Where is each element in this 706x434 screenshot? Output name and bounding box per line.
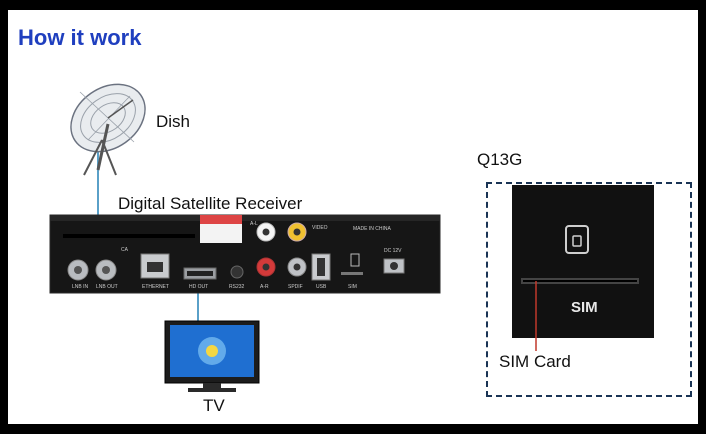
- diagram-graphics: [49, 83, 654, 392]
- satellite-receiver-icon: [49, 214, 441, 294]
- port-label-audio-l: A-L: [250, 221, 258, 227]
- tv-icon: [164, 320, 260, 392]
- port-label-rs232: RS232: [229, 284, 245, 290]
- tv-label: TV: [203, 396, 225, 415]
- port-label-lnb-out: LNB OUT: [96, 284, 118, 290]
- sim-detail-frame: [486, 182, 692, 397]
- diagram-title: How it work: [18, 25, 142, 50]
- label-made-in: MADE IN CHINA: [353, 226, 391, 232]
- port-label-hd-out: HD OUT: [189, 284, 209, 290]
- port-label-audio-r: A-R: [260, 284, 269, 290]
- port-label-lnb-in: LNB IN: [72, 284, 89, 290]
- port-label-video: VIDEO: [312, 225, 328, 231]
- sim-slot-label: SIM: [571, 299, 598, 316]
- model-label: Q13G: [477, 150, 523, 169]
- satellite-dish-icon: [70, 83, 146, 176]
- sim-card-icon: [565, 225, 589, 254]
- sim-slot-closeup: [512, 185, 654, 351]
- port-label-usb: USB: [316, 284, 327, 290]
- port-label-spdif: SPDIF: [288, 284, 303, 290]
- port-label-ethernet: ETHERNET: [142, 284, 169, 290]
- receiver-label: Digital Satellite Receiver: [118, 194, 303, 213]
- port-label-ca: CA: [121, 247, 128, 253]
- sim-card-label: SIM Card: [499, 352, 571, 371]
- port-label-sim: SIM: [348, 284, 357, 290]
- dish-label: Dish: [156, 112, 191, 131]
- port-label-dc: DC 12V: [384, 248, 402, 254]
- diagram-canvas: How it work: [8, 10, 698, 424]
